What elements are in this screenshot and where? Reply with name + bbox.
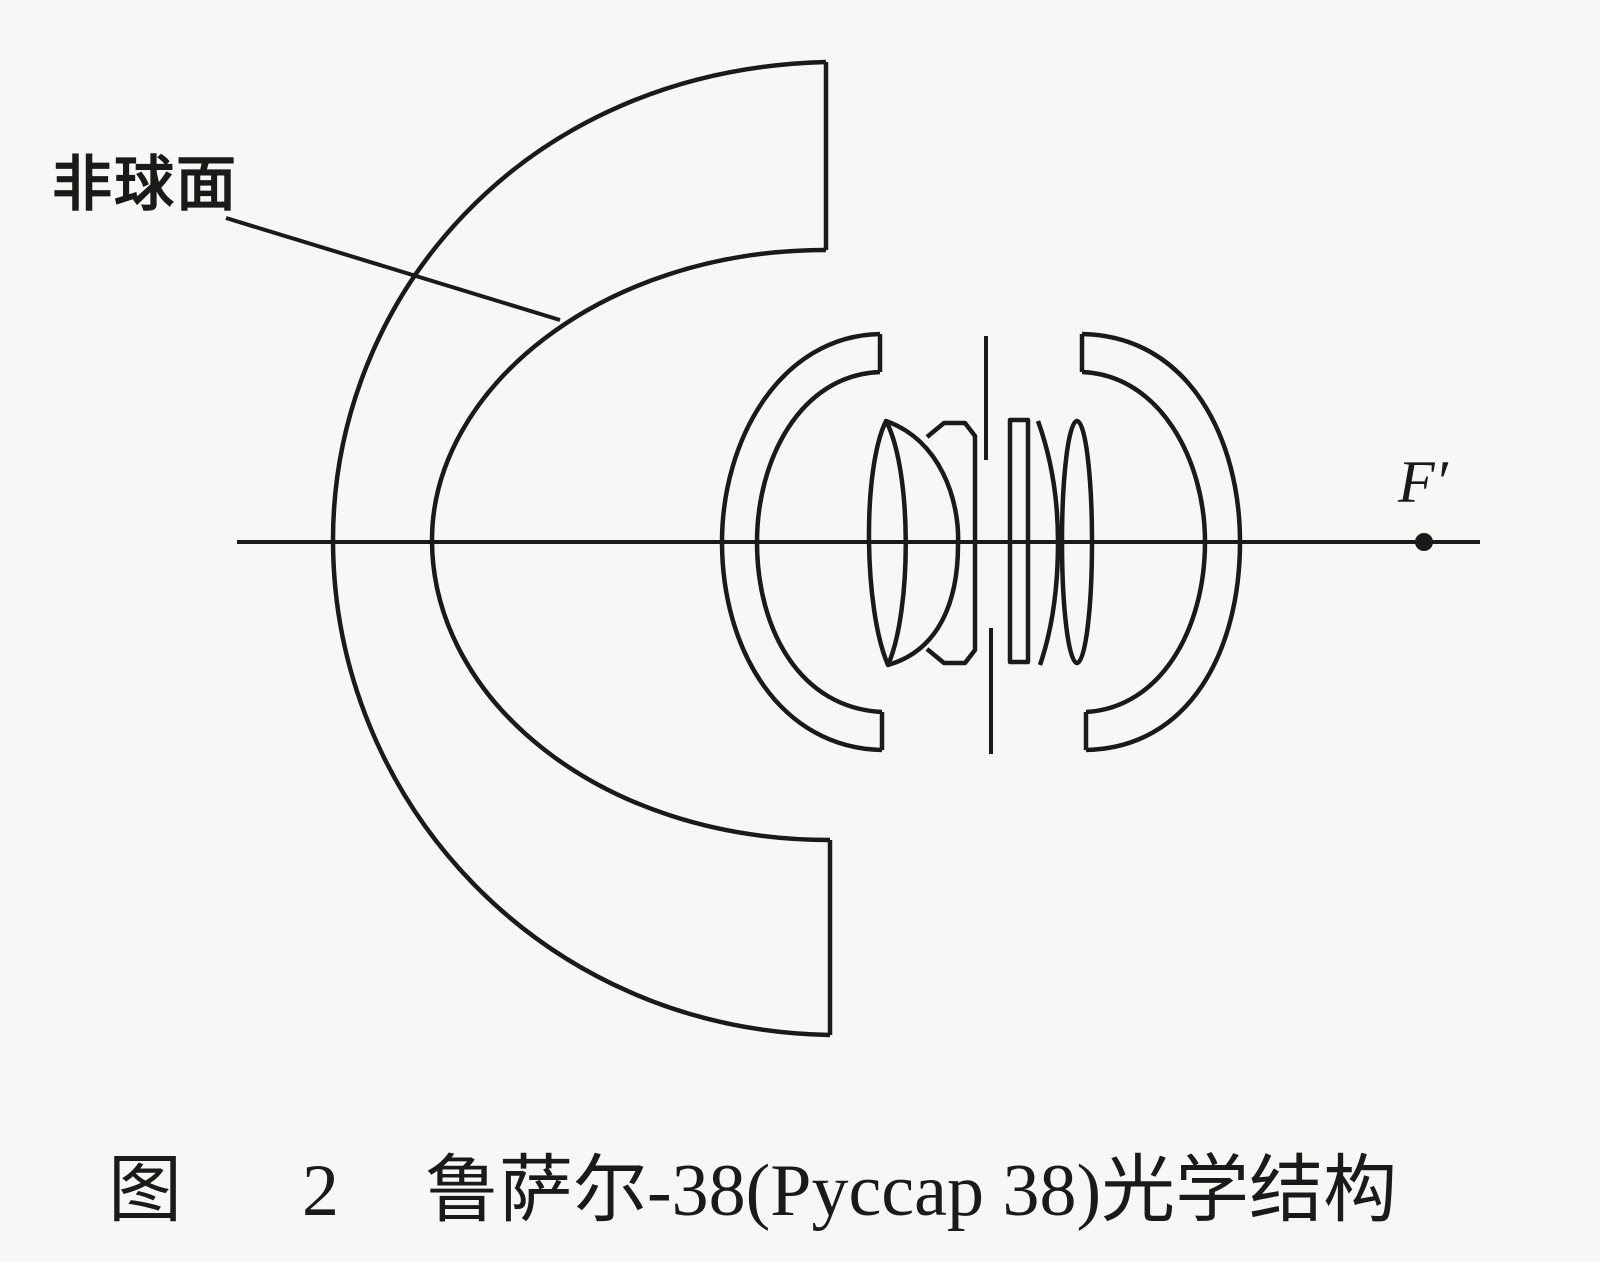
aperture-stop [984, 336, 993, 754]
focal-point-dot [1415, 533, 1433, 551]
cemented-doublet [866, 418, 978, 668]
figure-number: 2 [302, 1150, 339, 1232]
rear-meniscus [1079, 331, 1243, 753]
figure-caption: 图 2 鲁萨尔-38(Pyccap 38)光学结构 [108, 1130, 1397, 1237]
focal-point-label: F′ [1398, 449, 1448, 515]
plate-element [1007, 417, 1031, 665]
figure-word: 图 [108, 1150, 182, 1232]
figure-title: 鲁萨尔-38(Pyccap 38)光学结构 [425, 1150, 1398, 1232]
thin-meniscus [1035, 420, 1061, 666]
front-meniscus-2 [719, 331, 885, 753]
aspheric-surface-label: 非球面 [52, 150, 238, 220]
biconvex-lens [1059, 418, 1095, 666]
aspheric-leader-line [225, 216, 561, 322]
